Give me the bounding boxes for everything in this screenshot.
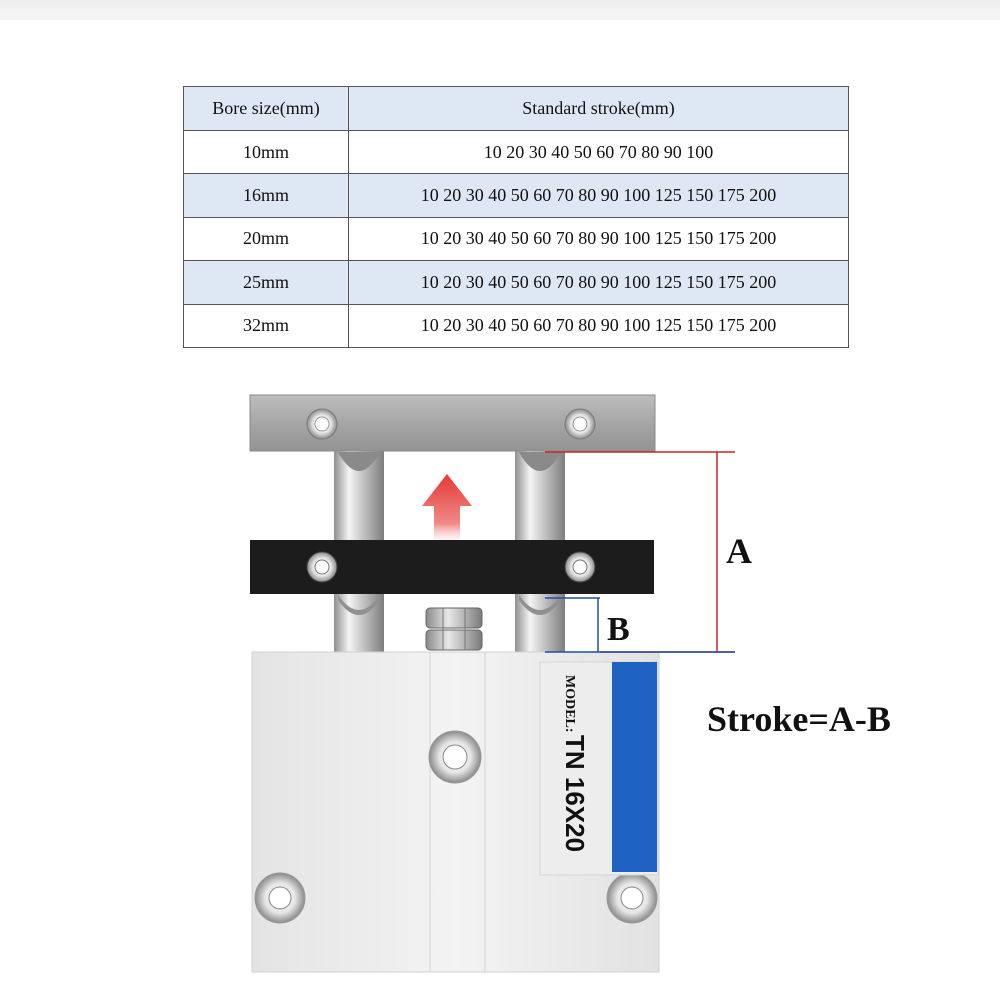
bore-cell: 32mm [183, 303, 349, 349]
bore-cell: 25mm [183, 260, 349, 305]
bore-cell: 20mm [183, 216, 349, 262]
stroke-cell: 10 20 30 40 50 60 70 80 90 100 125 150 1… [348, 303, 849, 349]
stroke-formula: Stroke=A-B [707, 699, 891, 739]
moving-plate [250, 540, 654, 594]
bore-stroke-table: Bore size(mm) Standard stroke(mm) 10mm 1… [183, 86, 849, 349]
header-bore-size: Bore size(mm) [183, 86, 349, 131]
table-row: 20mm 10 20 30 40 50 60 70 80 90 100 125 … [183, 216, 849, 262]
model-label: MODEL: TN 16X20 [539, 661, 659, 876]
model-caption: MODEL: [562, 675, 577, 733]
table-row: 32mm 10 20 30 40 50 60 70 80 90 100 125 … [183, 303, 849, 349]
stroke-cell: 10 20 30 40 50 60 70 80 90 100 [348, 129, 849, 175]
label-b: B [607, 611, 630, 648]
model-number: TN 16X20 [560, 735, 590, 852]
stroke-cell: 10 20 30 40 50 60 70 80 90 100 125 150 1… [348, 216, 849, 262]
table-row: 25mm 10 20 30 40 50 60 70 80 90 100 125 … [183, 260, 849, 305]
table-row: 16mm 10 20 30 40 50 60 70 80 90 100 125 … [183, 173, 849, 218]
stroke-cell: 10 20 30 40 50 60 70 80 90 100 125 150 1… [348, 260, 849, 305]
bore-cell: 16mm [183, 173, 349, 218]
header-standard-stroke: Standard stroke(mm) [348, 86, 849, 131]
table-header-row: Bore size(mm) Standard stroke(mm) [183, 86, 849, 131]
dimension-b [545, 597, 735, 653]
label-stripe [612, 662, 657, 872]
stroke-cell: 10 20 30 40 50 60 70 80 90 100 125 150 1… [348, 173, 849, 218]
table-row: 10mm 10 20 30 40 50 60 70 80 90 100 [183, 129, 849, 175]
up-arrow-icon [422, 474, 472, 545]
top-plate [249, 394, 656, 452]
top-band [0, 0, 1000, 20]
bore-cell: 10mm [183, 129, 349, 175]
hex-nut-icon [425, 607, 483, 651]
label-a: A [726, 531, 752, 571]
